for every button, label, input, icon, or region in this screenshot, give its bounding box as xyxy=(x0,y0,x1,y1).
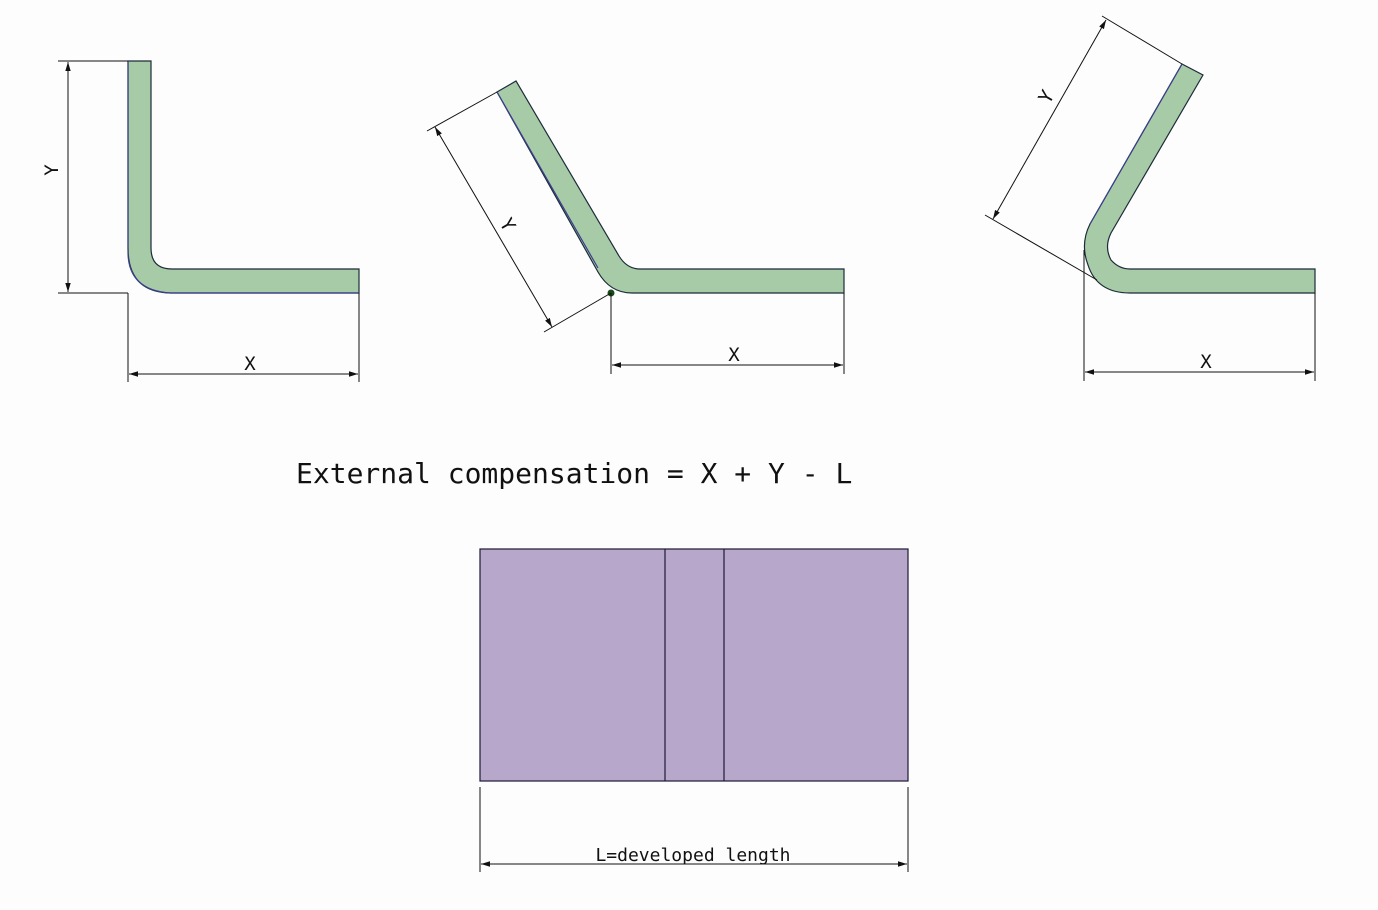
flat-pattern-blank xyxy=(479,548,909,782)
developed-length-label: L=developed length xyxy=(595,845,790,866)
bend-diagram-obtuse: Y X xyxy=(426,80,845,374)
bend-diagram-90: Y X xyxy=(41,60,360,382)
x-dimension-label: X xyxy=(1200,351,1212,373)
bend-diagram-acute: Y X xyxy=(984,15,1316,381)
bent-part-acute xyxy=(1083,63,1316,294)
y-dimension-label: Y xyxy=(1034,86,1059,107)
y-dimension-label: Y xyxy=(495,215,520,236)
x-dimension-label: X xyxy=(728,344,740,366)
y-dimension-label: Y xyxy=(41,164,63,176)
bent-part-obtuse xyxy=(496,80,845,294)
bent-part-90 xyxy=(127,60,360,294)
x-dimension-label: X xyxy=(244,353,256,375)
flat-pattern: L=developed length xyxy=(479,548,909,872)
compensation-formula: External compensation = X + Y - L xyxy=(296,457,852,490)
